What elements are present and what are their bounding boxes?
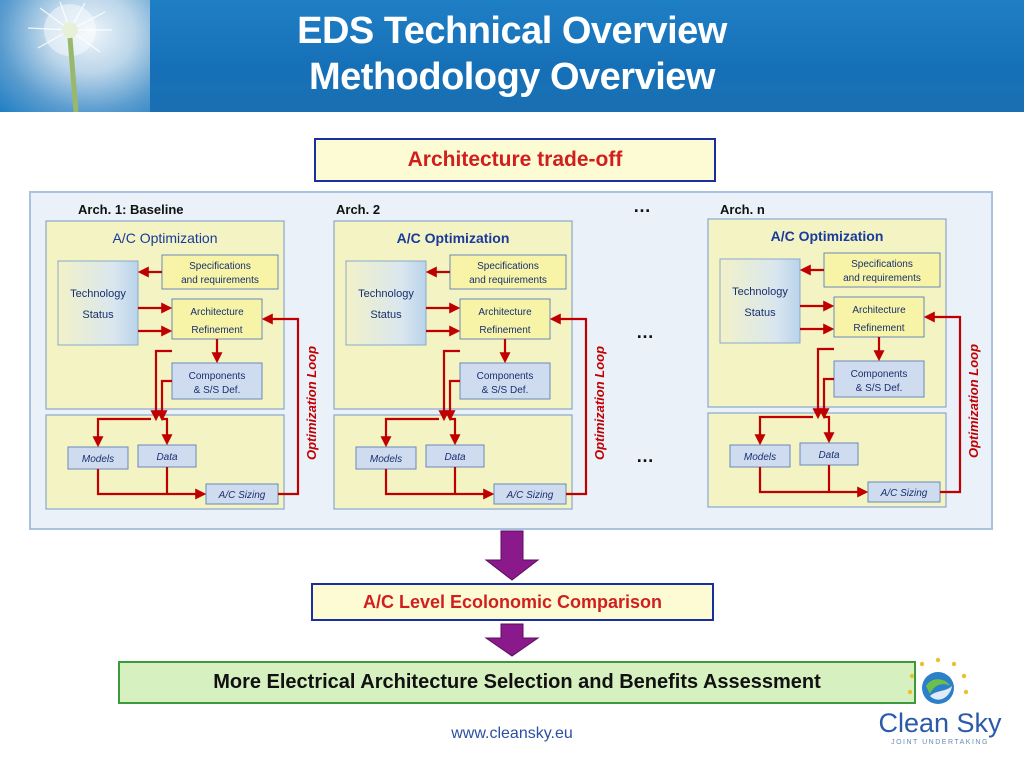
optimization-title: A/C Optimization [112, 230, 217, 246]
economic-comparison-box: A/C Level Ecolonomic Comparison [311, 583, 714, 621]
specs-line1: Specifications [851, 259, 913, 270]
architecture-tradeoff-box: Architecture trade-off [314, 138, 716, 182]
optimization-loop-label: Optimization Loop [304, 346, 319, 460]
components-line2: & S/S Def. [856, 383, 903, 394]
data-label: Data [444, 452, 466, 463]
optimization-loop-label: Optimization Loop [966, 344, 981, 458]
architecture-refinement-line1: Architecture [852, 305, 906, 316]
components-line2: & S/S Def. [482, 385, 529, 396]
architecture-refinement-line1: Architecture [478, 307, 532, 318]
arch-block-1: A/C Optimization Technology Status Speci… [45, 220, 319, 510]
clean-sky-logo-graphic: Clean Sky JOINT UNDERTAKING [878, 657, 1002, 746]
specs-line1: Specifications [477, 261, 539, 272]
specs-line2: and requirements [469, 275, 547, 286]
components-line2: & S/S Def. [194, 385, 241, 396]
selection-assessment-box: More Electrical Architecture Selection a… [118, 661, 916, 704]
dandelion-photo [0, 0, 150, 112]
data-label: Data [818, 450, 840, 461]
arch-label-n: Arch. n [720, 202, 765, 217]
down-arrow-2 [484, 623, 540, 657]
specs-line2: and requirements [181, 275, 259, 286]
components-line1: Components [851, 369, 908, 380]
technology-status-line1: Technology [732, 286, 788, 298]
architecture-refinement-line2: Refinement [479, 325, 530, 336]
specs-line1: Specifications [189, 261, 251, 272]
specs-line2: and requirements [843, 273, 921, 284]
models-label: Models [82, 454, 114, 465]
components-line1: Components [477, 371, 534, 382]
architecture-refinement-line2: Refinement [853, 323, 904, 334]
technology-status-line2: Status [370, 309, 402, 321]
optimization-title: A/C Optimization [771, 228, 884, 244]
optimization-title: A/C Optimization [397, 230, 510, 246]
arch-block-n: A/C Optimization Technology Status Speci… [707, 218, 981, 508]
models-label: Models [744, 452, 776, 463]
footer-url: www.cleansky.eu [451, 725, 573, 742]
technology-status-line1: Technology [70, 288, 126, 300]
logo-subtext: JOINT UNDERTAKING [891, 739, 989, 746]
technology-status-line2: Status [744, 307, 776, 319]
sizing-label: A/C Sizing [218, 490, 266, 501]
slide-header: EDS Technical Overview Methodology Overv… [0, 0, 1024, 112]
slide-title-line1: EDS Technical Overview [297, 10, 727, 52]
sizing-label: A/C Sizing [880, 488, 928, 499]
down-arrow-1 [484, 530, 540, 581]
optimization-loop-label: Optimization Loop [592, 346, 607, 460]
ellipsis-top: … [633, 196, 651, 216]
architecture-refinement-line2: Refinement [191, 325, 242, 336]
logo-text: Clean Sky [878, 708, 1002, 738]
components-line1: Components [189, 371, 246, 382]
sizing-label: A/C Sizing [506, 490, 554, 501]
ellipsis-middle: … [636, 322, 654, 342]
ellipsis-bottom: … [636, 446, 654, 466]
arch-label-1: Arch. 1: Baseline [78, 202, 184, 217]
arch-block-2: A/C Optimization Technology Status Speci… [333, 220, 607, 510]
dandelion-image [27, 1, 112, 112]
clean-sky-logo: Clean Sky JOINT UNDERTAKING [866, 656, 1016, 756]
technology-status-line1: Technology [358, 288, 414, 300]
architecture-refinement-line1: Architecture [190, 307, 244, 318]
technology-status-line2: Status [82, 309, 114, 321]
models-label: Models [370, 454, 402, 465]
slide-title-line2: Methodology Overview [309, 56, 715, 98]
arch-label-2: Arch. 2 [336, 202, 380, 217]
data-label: Data [156, 452, 178, 463]
